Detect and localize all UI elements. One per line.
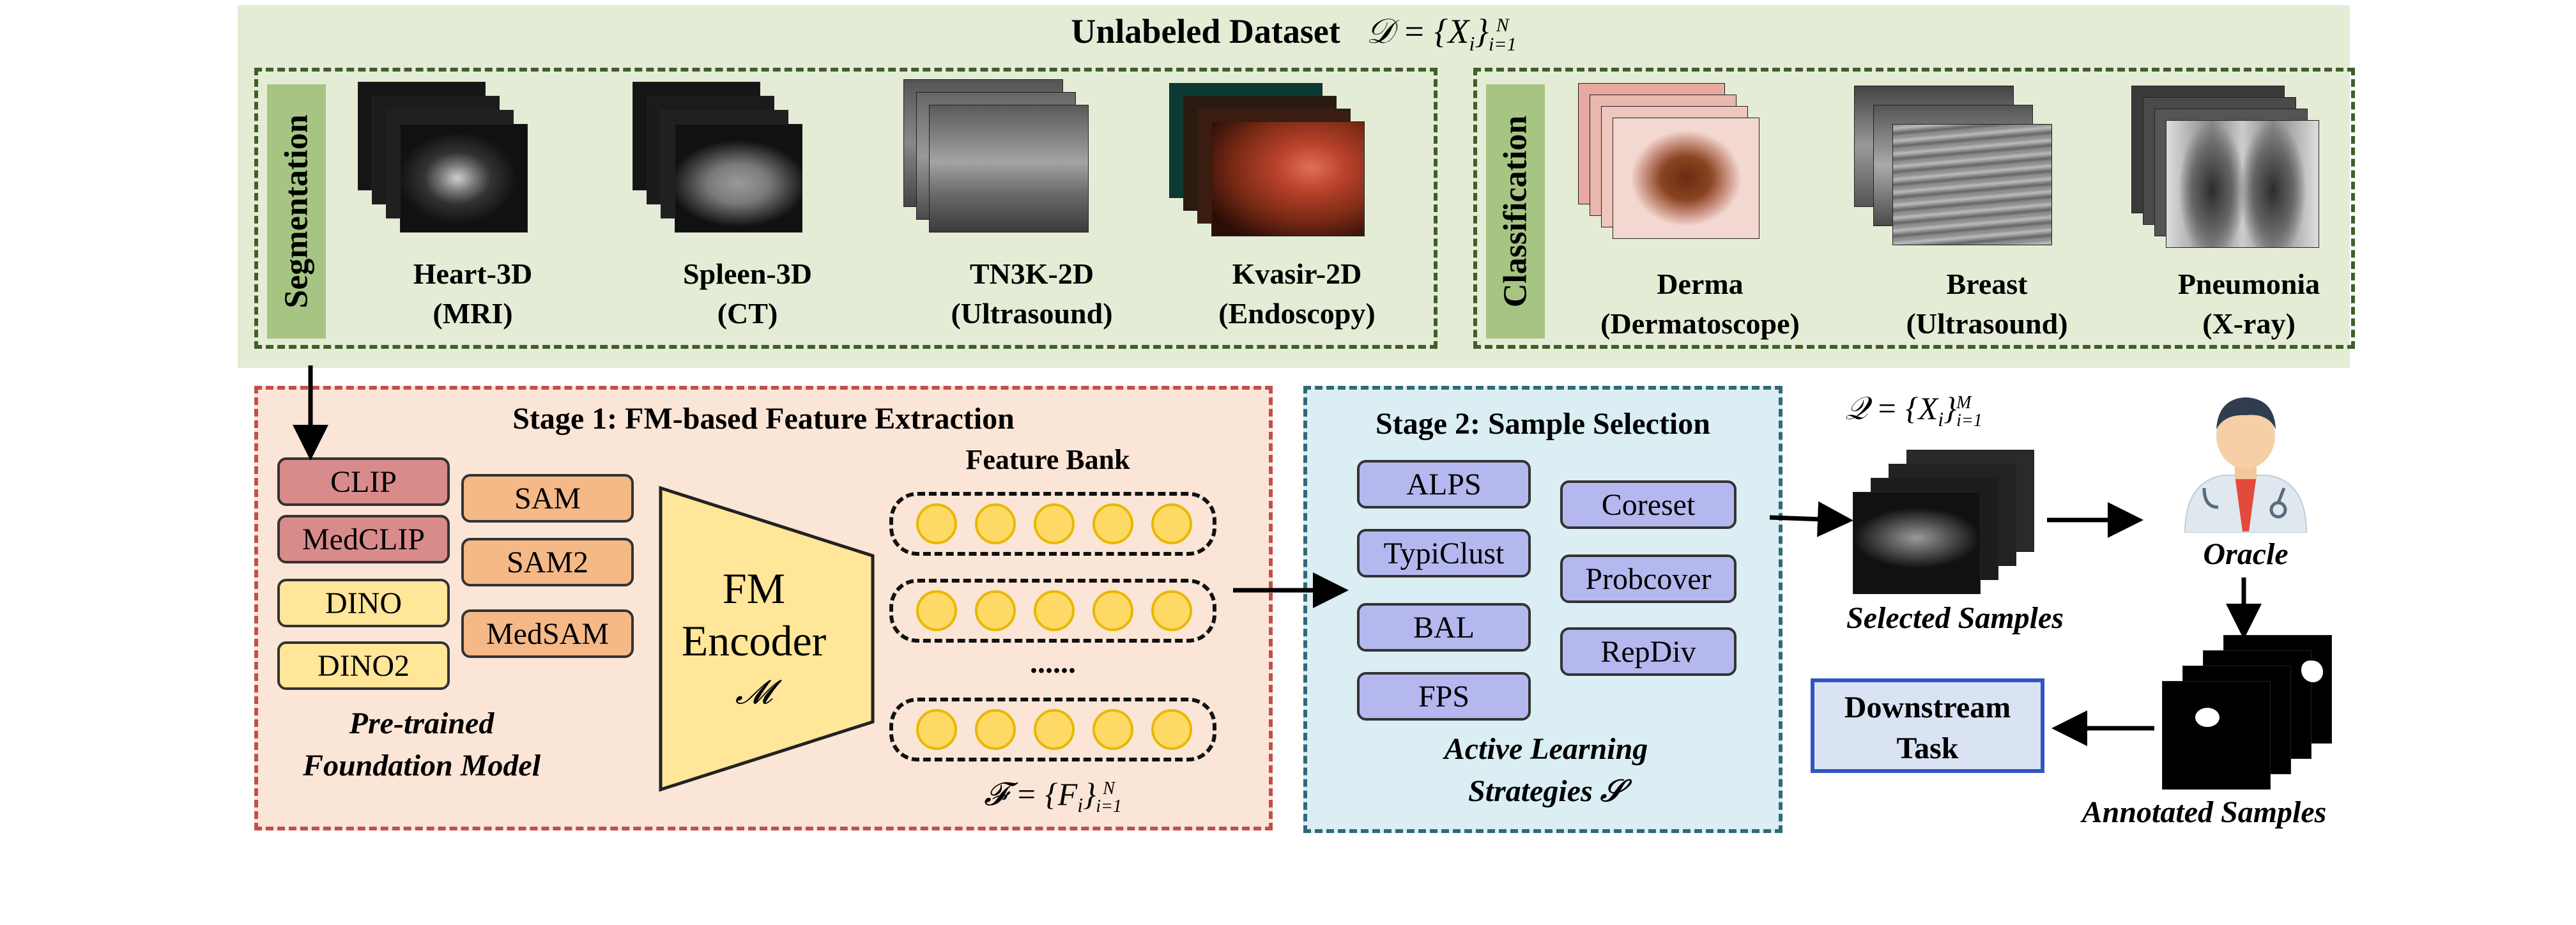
pneumonia-label: Pneumonia(X-ray) xyxy=(2177,268,2320,340)
model-medclip: MedCLIP xyxy=(277,515,450,563)
kvasir-2d-label: Kvasir-2D(Endoscopy) xyxy=(1218,257,1376,330)
feature-vector-dot xyxy=(916,503,957,544)
selected-samples-image-stack xyxy=(1853,450,2070,609)
feature-row-n xyxy=(889,698,1216,761)
feature-vector-dot xyxy=(975,503,1016,544)
heart-mri-image-stack xyxy=(358,82,562,248)
feature-vector-dot xyxy=(1092,709,1133,750)
feature-vector-dot xyxy=(1034,590,1075,631)
breast-label: Breast(Ultrasound) xyxy=(1906,268,2068,340)
segmentation-group xyxy=(254,68,1438,349)
feature-vector-dot xyxy=(1092,590,1133,631)
model-sam2: SAM2 xyxy=(461,538,634,586)
model-clip: CLIP xyxy=(277,457,450,506)
feature-vector-dot xyxy=(1034,503,1075,544)
feature-vector-dot xyxy=(1151,709,1192,750)
fm-encoder-label: FM Encoder 𝓜 xyxy=(681,564,827,711)
strategy-probcover: Probcover xyxy=(1560,554,1736,603)
feature-ellipsis: ...... xyxy=(1030,646,1076,680)
feature-vector-dot xyxy=(1151,503,1192,544)
arrow-stage2-to-selected xyxy=(1769,501,1853,537)
annotated-samples-label: Annotated Samples xyxy=(2082,795,2327,829)
feature-vector-dot xyxy=(1151,590,1192,631)
feature-vector-dot xyxy=(975,709,1016,750)
model-sam: SAM xyxy=(461,474,634,523)
selected-samples-label: Selected Samples xyxy=(1846,601,2064,635)
strategy-repdiv: RepDiv xyxy=(1560,627,1736,676)
feature-bank-label: Feature Bank xyxy=(965,444,1130,475)
spleen-ct-image-stack xyxy=(632,82,837,248)
feature-vector-dot xyxy=(975,590,1016,631)
classification-group xyxy=(1473,68,2355,349)
derma-image-stack xyxy=(1578,83,1782,262)
feature-row-2 xyxy=(889,579,1216,643)
derma-label: Derma(Dermatoscope) xyxy=(1600,268,1800,340)
fm-encoder-trapezoid xyxy=(659,485,875,792)
tn3k-ultrasound-image-stack xyxy=(903,79,1133,252)
strategy-fps: FPS xyxy=(1357,672,1531,721)
stage1-title: Stage 1: FM-based Feature Extraction xyxy=(512,402,1015,436)
doctor-icon xyxy=(2179,379,2313,533)
strategy-alps: ALPS xyxy=(1357,460,1531,508)
annotated-samples-image-stack xyxy=(2162,635,2366,795)
strategy-coreset: Coreset xyxy=(1560,480,1736,529)
heart-3d-label: Heart-3D(MRI) xyxy=(413,257,533,330)
model-dino2: DINO2 xyxy=(277,641,450,690)
oracle-label: Oracle xyxy=(2203,537,2288,571)
classification-label-tag: Classification xyxy=(1486,84,1545,339)
model-medsam: MedSAM xyxy=(461,609,634,658)
kvasir-endoscopy-image-stack xyxy=(1169,83,1412,249)
feature-vector-dot xyxy=(1034,709,1075,750)
strategy-bal: BAL xyxy=(1357,603,1531,652)
breast-ultrasound-image-stack xyxy=(1854,86,2084,264)
stage2-title: Stage 2: Sample Selection xyxy=(1376,407,1710,441)
feature-vector-dot xyxy=(916,590,957,631)
feature-vector-dot xyxy=(1092,503,1133,544)
spleen-3d-label: Spleen-3D(CT) xyxy=(683,257,812,330)
feature-row-1 xyxy=(889,492,1216,556)
pneumonia-xray-image-stack xyxy=(2131,86,2349,264)
segmentation-label-tag: Segmentation xyxy=(267,84,326,339)
tn3k-2d-label: TN3K-2D(Ultrasound) xyxy=(951,257,1113,330)
strategy-typiclust: TypiClust xyxy=(1357,529,1531,577)
feature-vector-dot xyxy=(916,709,957,750)
model-dino: DINO xyxy=(277,579,450,627)
